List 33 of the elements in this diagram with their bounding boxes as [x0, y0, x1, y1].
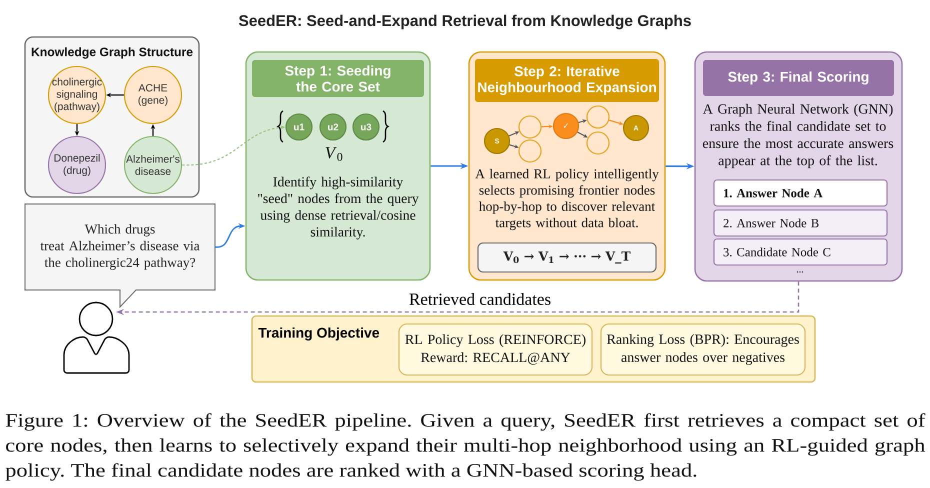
loss-box: Ranking Loss (BPR): Encourages answer nodes over negatives [600, 323, 806, 376]
graph-node: ACHE (gene) [124, 66, 182, 124]
graph-node: cholinergic signaling (pathway) [48, 66, 106, 124]
set-label: V$_{0}$ [326, 147, 342, 161]
list-item: 3. Candidate Node C [713, 238, 888, 266]
seed-node: u2 [319, 113, 347, 141]
seed-node: u1 [285, 113, 313, 141]
header-band: Step 3: Final Scoring [703, 60, 894, 96]
graph-node [586, 105, 610, 129]
graph-node: Alzheimer's disease [124, 136, 182, 194]
graph-node [518, 115, 542, 139]
panel-title: Knowledge Graph Structure [32, 47, 193, 59]
list-item: 2. Answer Node B [713, 209, 888, 237]
graph-node [586, 131, 610, 155]
box-title: Training Objective [258, 327, 380, 341]
seed-node: u3 [352, 113, 380, 141]
ellipsis: ... [796, 271, 804, 273]
title: SeedER: Seed-and-Expand Retrieval from Knowledge Graphs [238, 14, 691, 30]
edge-label: Retrieved candidates [409, 293, 550, 305]
graph-node [518, 139, 542, 163]
list-item: 1. Answer Node A [713, 179, 888, 207]
description: Identify high-similarity "seed" nodes from the query using dense retrieval/cosine similarity. [258, 176, 419, 240]
person-icon [63, 302, 130, 374]
graph-node: ✓ [552, 112, 580, 140]
header-band: Step 2: Iterative Neighbourhood Expansion [475, 59, 659, 102]
description: A Graph Neural Network (GNN) ranks the final candidate set to ensure the most accurate answers appear at the top of the list. [702, 104, 894, 168]
graph-node: Donepezil (drug) [48, 136, 106, 194]
header-band: Step 1: Seeding the Core Set [252, 60, 424, 97]
caption: Figure 1: Overview of the SeedER pipeline. Given a query, SeedER first retrieves a compact set of core nodes, then learns to selectively expand their multi-hop neighborhood using an RL-guided graph policy. The final candidate nodes are ranked with a GNN-based scoring head. [6, 413, 926, 481]
loss-box: RL Policy Loss (REINFORCE) Reward: RECALL@ANY [398, 323, 593, 376]
description: A learned RL policy intelligently selects promising frontier nodes hop-by-hop to discover relevant targets without data bloat. [475, 168, 659, 230]
formula-box: V$_{0}$ → V$_{1}$ → ··· → V_T [477, 242, 657, 273]
speech-bubble: Which drugs treat Alzheimer’s disease via the cholinergic24 pathway? [24, 204, 216, 308]
